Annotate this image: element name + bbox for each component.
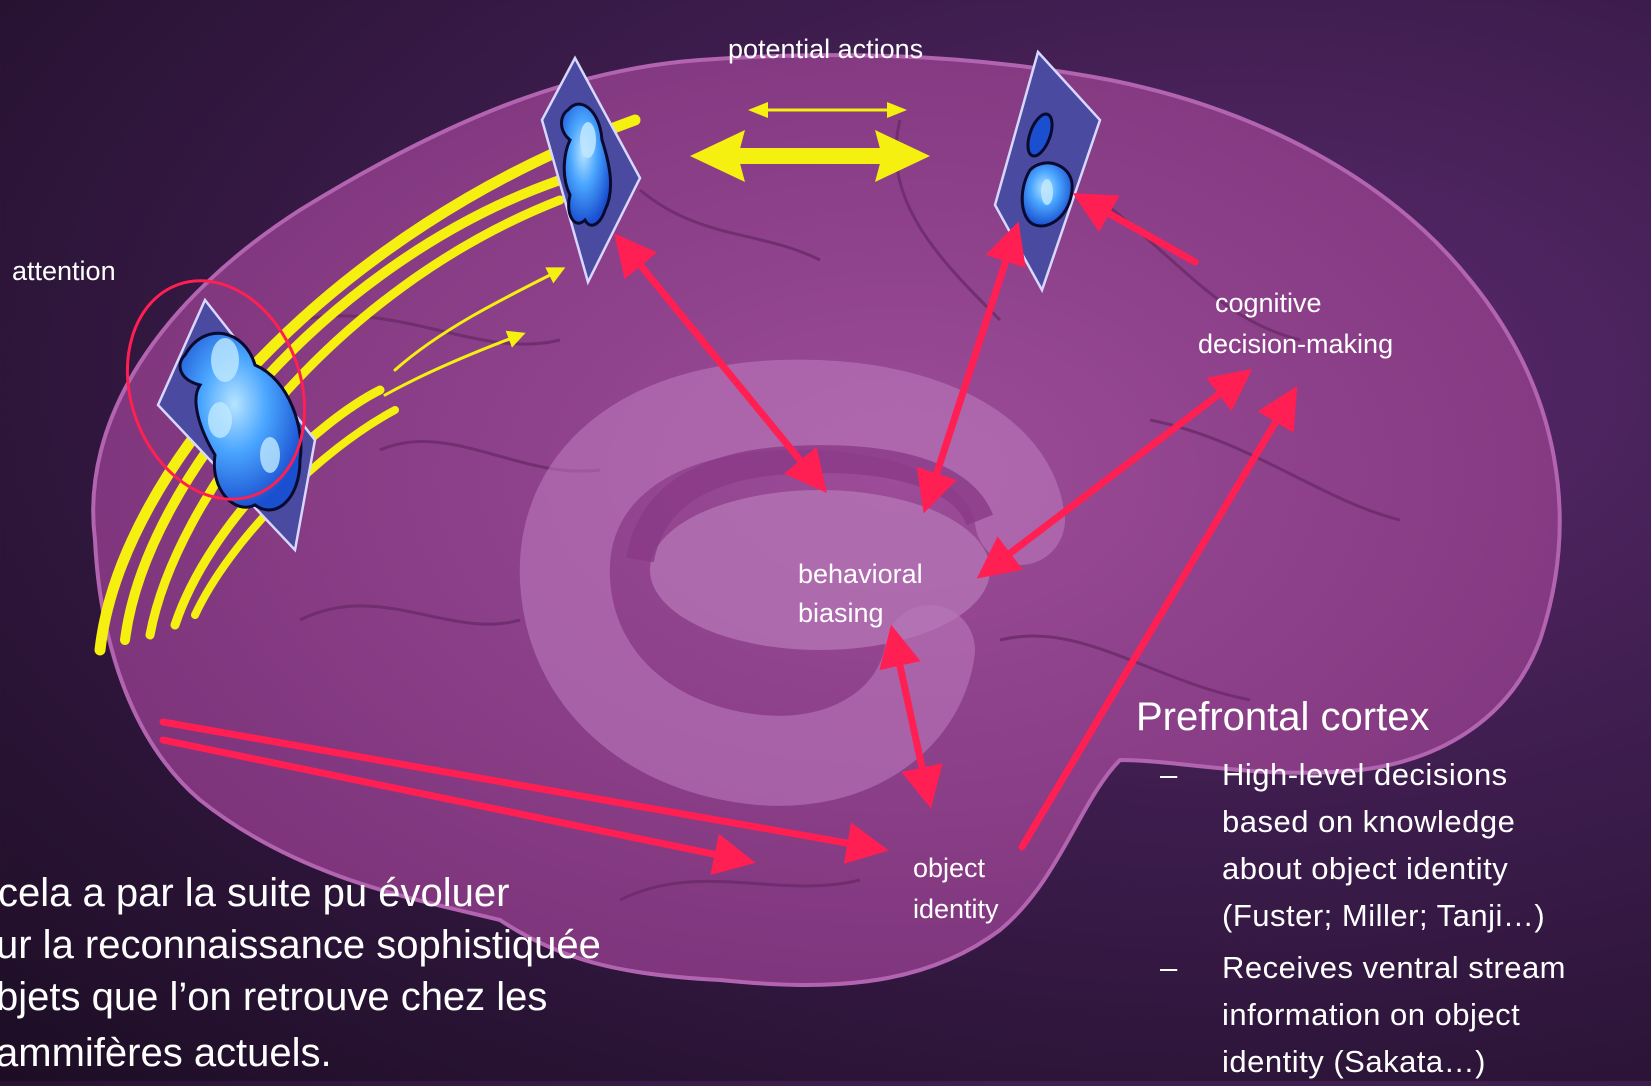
- label-behavioral-1: behavioral: [798, 559, 923, 589]
- label-cognitive-2: decision-making: [1198, 329, 1393, 359]
- label-attention: attention: [12, 256, 116, 286]
- bullet1-line4: (Fuster; Miller; Tanji…): [1222, 898, 1545, 933]
- bullet-marker-1: –: [1160, 757, 1178, 792]
- label-object-2: identity: [913, 894, 999, 924]
- label-object-1: object: [913, 853, 986, 883]
- bullet2-line2: information on object: [1222, 997, 1520, 1032]
- label-behavioral-2: biasing: [798, 598, 884, 628]
- caption-line2: ur la reconnaissance sophistiquée: [0, 923, 601, 967]
- bullet1-line3: about object identity: [1222, 851, 1508, 886]
- prefrontal-title: Prefrontal cortex: [1136, 695, 1429, 739]
- label-potential-actions: potential actions: [728, 34, 923, 64]
- caption-line3: bjets que l’on retrouve chez les: [0, 975, 547, 1019]
- bullet-marker-2: –: [1160, 950, 1178, 985]
- bullet2-line1: Receives ventral stream: [1222, 950, 1566, 985]
- label-cognitive-1: cognitive: [1215, 288, 1322, 318]
- caption-line4: ammifères actuels.: [0, 1031, 332, 1075]
- caption-line1: cela a par la suite pu évoluer: [0, 871, 509, 915]
- bullet2-line3: identity (Sakata…): [1222, 1044, 1486, 1079]
- bullet1-line1: High-level decisions: [1222, 757, 1508, 792]
- bullet1-line2: based on knowledge: [1222, 804, 1515, 839]
